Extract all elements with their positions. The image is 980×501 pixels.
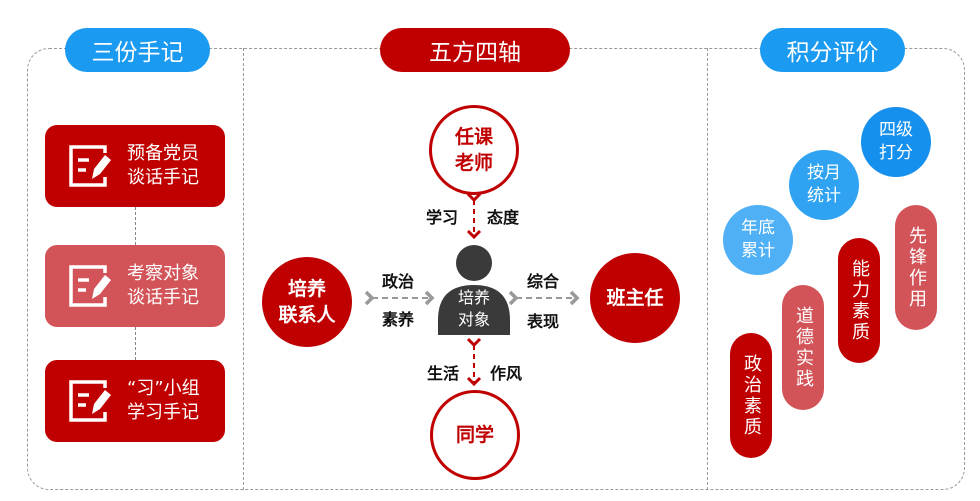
node-classmates: 同学 — [430, 390, 520, 480]
person-head-icon — [456, 245, 492, 281]
axis-label: 学习 — [426, 208, 459, 227]
axis-label: 综合 — [527, 272, 560, 291]
axis-label: 政治 — [382, 272, 415, 291]
node-subject-teacher: 任课老师 — [429, 105, 519, 195]
scoring-method-circle: 按月统计 — [789, 150, 859, 220]
edit-note-icon — [69, 265, 111, 307]
note-subtitle: 谈话手记 — [127, 167, 199, 188]
note-title: 考察对象 — [127, 263, 199, 284]
note-title: 预备党员 — [127, 143, 199, 164]
note-subtitle: 学习手记 — [127, 402, 199, 423]
scoring-method-circle: 年底累计 — [723, 205, 793, 275]
header-three-notes: 三份手记 — [65, 28, 210, 72]
header-five-parties: 五方四轴 — [380, 28, 570, 72]
axis-label: 素养 — [382, 310, 415, 329]
note-card: 考察对象谈话手记 — [45, 245, 225, 327]
scoring-dimension-pillar: 政治素质 — [730, 333, 772, 458]
note-card: 预备党员谈话手记 — [45, 125, 225, 207]
scoring-dimension-pillar: 先锋作用 — [895, 205, 937, 330]
edit-note-icon — [69, 380, 111, 422]
note-subtitle: 谈话手记 — [127, 287, 199, 308]
person-body-icon — [438, 285, 510, 335]
center-diagram — [364, 192, 580, 387]
node-mentor: 培养联系人 — [262, 257, 352, 347]
axis-label: 生活 — [427, 364, 460, 383]
subject-label: 培养对象 — [457, 288, 490, 329]
node-head-teacher: 班主任 — [590, 253, 680, 343]
note-card: “习”小组学习手记 — [45, 360, 225, 442]
note-title: “习”小组 — [127, 378, 200, 399]
scoring-dimension-pillar: 能力素质 — [838, 238, 880, 363]
scoring-method-circle: 四级打分 — [861, 107, 931, 177]
header-scoring: 积分评价 — [760, 28, 905, 72]
divider — [707, 48, 708, 490]
edit-note-icon — [69, 145, 111, 187]
divider — [243, 48, 244, 490]
scoring-dimension-pillar: 道德实践 — [782, 285, 824, 410]
axis-label: 表现 — [527, 312, 560, 331]
axis-label: 态度 — [487, 208, 520, 227]
axis-label: 作风 — [490, 364, 523, 383]
